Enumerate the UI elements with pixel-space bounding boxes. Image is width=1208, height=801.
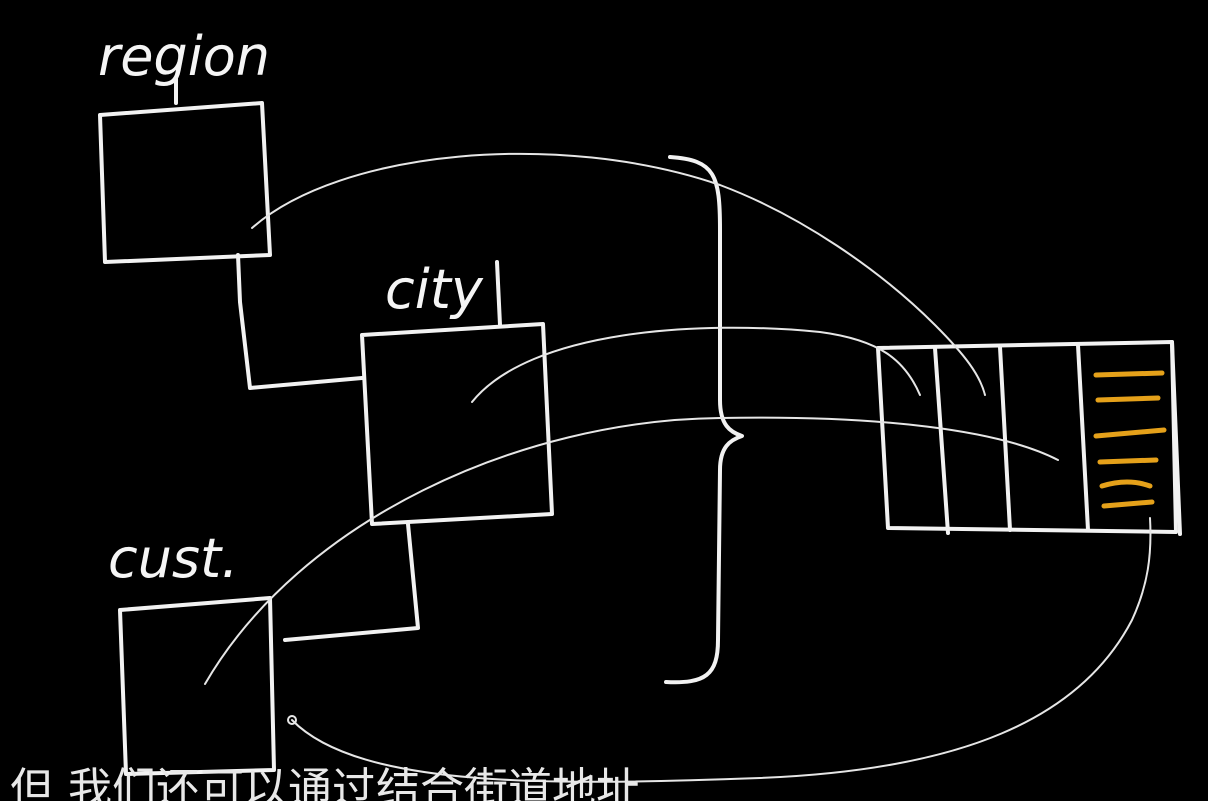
record-edge xyxy=(1170,340,1182,536)
highlight-dash xyxy=(1093,427,1167,439)
highlight-dash xyxy=(1101,499,1155,509)
arrow-end-dot xyxy=(287,715,297,725)
cust-box xyxy=(118,596,276,776)
city-cust-connector xyxy=(283,522,420,642)
region-entity: region xyxy=(98,25,272,264)
record-table xyxy=(876,340,1182,536)
cust-label: cust. xyxy=(108,527,238,590)
highlight-dashes xyxy=(1093,370,1167,509)
highlight-dash xyxy=(1093,370,1165,378)
city-label: city xyxy=(385,258,484,321)
record-outline xyxy=(876,340,1178,534)
region-box xyxy=(98,101,272,264)
city-label-tick xyxy=(495,260,502,327)
region-to-record-arrow xyxy=(251,152,986,396)
record-divider-1 xyxy=(933,346,950,535)
city-to-record-arrow xyxy=(471,326,921,403)
record-to-cust-arrow xyxy=(291,517,1152,783)
record-divider-2 xyxy=(998,345,1012,532)
record-divider-3 xyxy=(1076,343,1090,532)
city-entity: city xyxy=(360,258,554,526)
highlight-dash xyxy=(1095,395,1161,403)
cust-to-record-arrow xyxy=(204,416,1059,685)
video-subtitle: 但 我们还可以通过结合街道地址 xyxy=(10,764,640,801)
highlight-dash xyxy=(1099,479,1153,489)
highlight-dash xyxy=(1097,457,1159,465)
region-label: region xyxy=(98,25,270,88)
city-box xyxy=(360,322,554,526)
region-city-connector xyxy=(236,253,364,390)
cust-entity: cust. xyxy=(108,527,276,776)
